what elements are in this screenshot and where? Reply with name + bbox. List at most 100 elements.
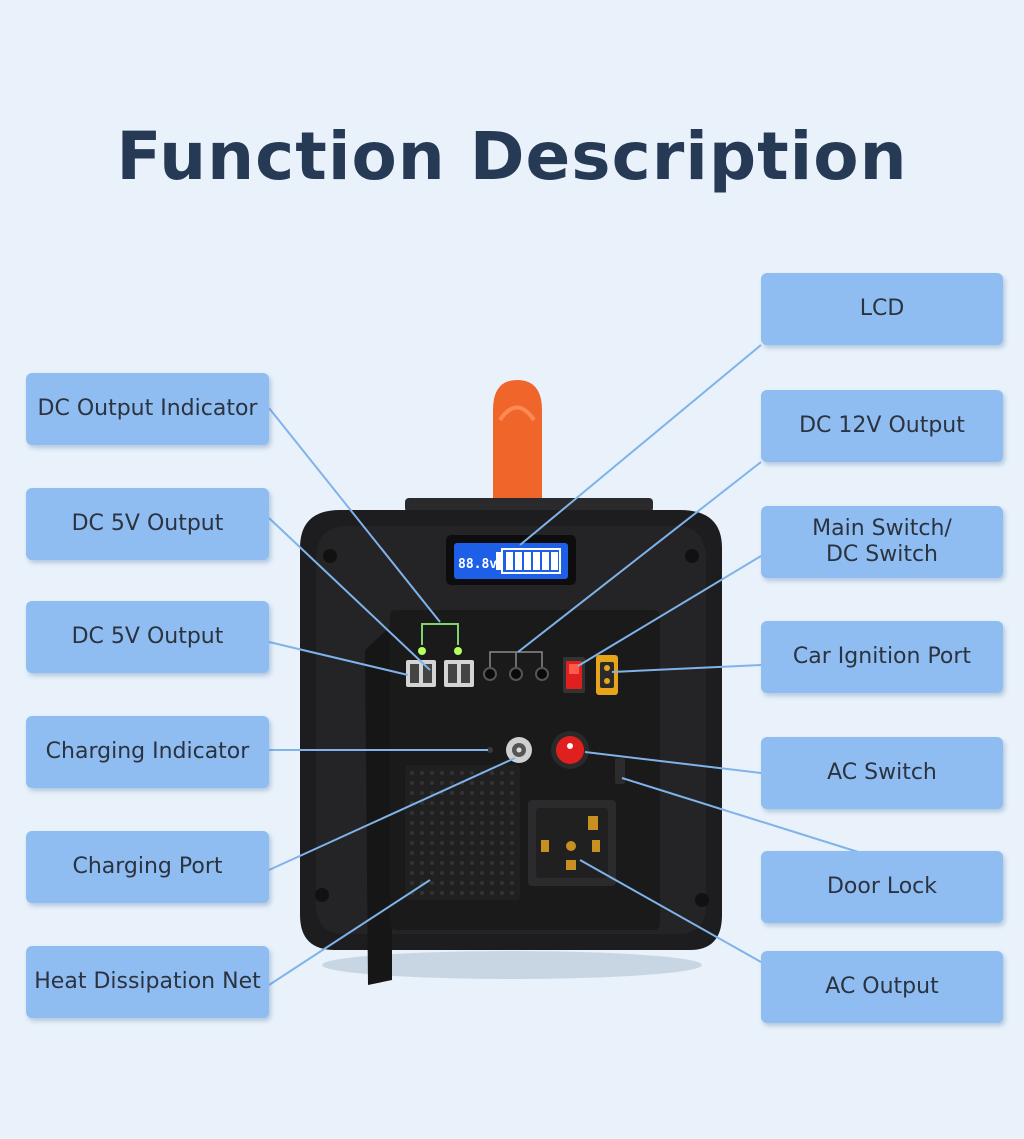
vent-hole	[480, 791, 484, 795]
vent-hole	[410, 771, 414, 775]
vent-hole	[450, 811, 454, 815]
vent-hole	[430, 771, 434, 775]
vent-hole	[480, 881, 484, 885]
vent-hole	[430, 781, 434, 785]
vent-hole	[440, 811, 444, 815]
vent-hole	[430, 791, 434, 795]
vent-hole	[490, 791, 494, 795]
vent-hole	[460, 871, 464, 875]
vent-hole	[470, 831, 474, 835]
vent-hole	[470, 841, 474, 845]
vent-hole	[430, 891, 434, 895]
vent-hole	[510, 831, 514, 835]
vent-hole	[440, 841, 444, 845]
vent-hole	[510, 781, 514, 785]
vent-hole	[420, 781, 424, 785]
vent-hole	[500, 821, 504, 825]
vent-hole	[480, 851, 484, 855]
vent-hole	[460, 791, 464, 795]
vent-hole	[420, 831, 424, 835]
vent-hole	[490, 871, 494, 875]
vent-hole	[430, 841, 434, 845]
vent-hole	[500, 891, 504, 895]
vent-hole	[460, 841, 464, 845]
vent-hole	[450, 871, 454, 875]
vent-hole	[440, 891, 444, 895]
vent-hole	[430, 861, 434, 865]
vent-hole	[460, 811, 464, 815]
vent-hole	[450, 841, 454, 845]
vent-hole	[420, 841, 424, 845]
vent-hole	[460, 861, 464, 865]
vent-hole	[470, 771, 474, 775]
vent-hole	[490, 811, 494, 815]
vent-hole	[430, 871, 434, 875]
vent-hole	[450, 851, 454, 855]
vent-hole	[490, 771, 494, 775]
label-car-ignition-port: Car Ignition Port	[761, 621, 1003, 693]
vent-hole	[510, 821, 514, 825]
vent-hole	[440, 831, 444, 835]
label-door-lock: Door Lock	[761, 851, 1003, 923]
carry-handle	[493, 380, 542, 505]
label-lcd: LCD	[761, 273, 1003, 345]
vent-hole	[410, 791, 414, 795]
vent-hole	[440, 881, 444, 885]
vent-hole	[440, 801, 444, 805]
label-heat-dissipation-net: Heat Dissipation Net	[26, 946, 269, 1018]
vent-hole	[450, 861, 454, 865]
label-charging-indicator: Charging Indicator	[26, 716, 269, 788]
vent-hole	[430, 801, 434, 805]
vent-hole	[440, 861, 444, 865]
vent-hole	[410, 841, 414, 845]
vent-hole	[420, 801, 424, 805]
vent-hole	[460, 801, 464, 805]
vent-hole	[510, 881, 514, 885]
vent-hole	[500, 801, 504, 805]
vent-hole	[410, 881, 414, 885]
vent-hole	[450, 771, 454, 775]
vent-hole	[460, 881, 464, 885]
vent-hole	[420, 891, 424, 895]
label-main-switch: Main Switch/ DC Switch	[761, 506, 1003, 578]
vent-hole	[480, 801, 484, 805]
vent-hole	[450, 821, 454, 825]
vent-hole	[500, 881, 504, 885]
vent-hole	[460, 851, 464, 855]
vent-hole	[470, 821, 474, 825]
vent-hole	[490, 841, 494, 845]
vent-hole	[450, 801, 454, 805]
vent-hole	[420, 791, 424, 795]
vent-hole	[410, 831, 414, 835]
vent-hole	[480, 831, 484, 835]
vent-hole	[430, 821, 434, 825]
vent-hole	[510, 811, 514, 815]
vent-hole	[460, 771, 464, 775]
vent-hole	[490, 831, 494, 835]
vent-hole	[490, 821, 494, 825]
vent-hole	[420, 871, 424, 875]
vent-hole	[510, 891, 514, 895]
label-dc-5v-output-1: DC 5V Output	[26, 488, 269, 560]
label-dc-output-indicator: DC Output Indicator	[26, 373, 269, 445]
vent-hole	[410, 871, 414, 875]
vent-hole	[440, 771, 444, 775]
vent-hole	[460, 821, 464, 825]
vent-hole	[470, 871, 474, 875]
door-lock	[615, 758, 625, 784]
vent-hole	[500, 781, 504, 785]
vent-hole	[490, 851, 494, 855]
vent-hole	[510, 871, 514, 875]
vent-hole	[510, 791, 514, 795]
vent-hole	[460, 891, 464, 895]
vent-hole	[440, 781, 444, 785]
vent-hole	[500, 841, 504, 845]
vent-hole	[430, 811, 434, 815]
vent-hole	[450, 831, 454, 835]
vent-hole	[470, 781, 474, 785]
vent-hole	[490, 801, 494, 805]
vent-hole	[410, 811, 414, 815]
vent-hole	[420, 821, 424, 825]
vent-hole	[410, 851, 414, 855]
vent-hole	[470, 891, 474, 895]
